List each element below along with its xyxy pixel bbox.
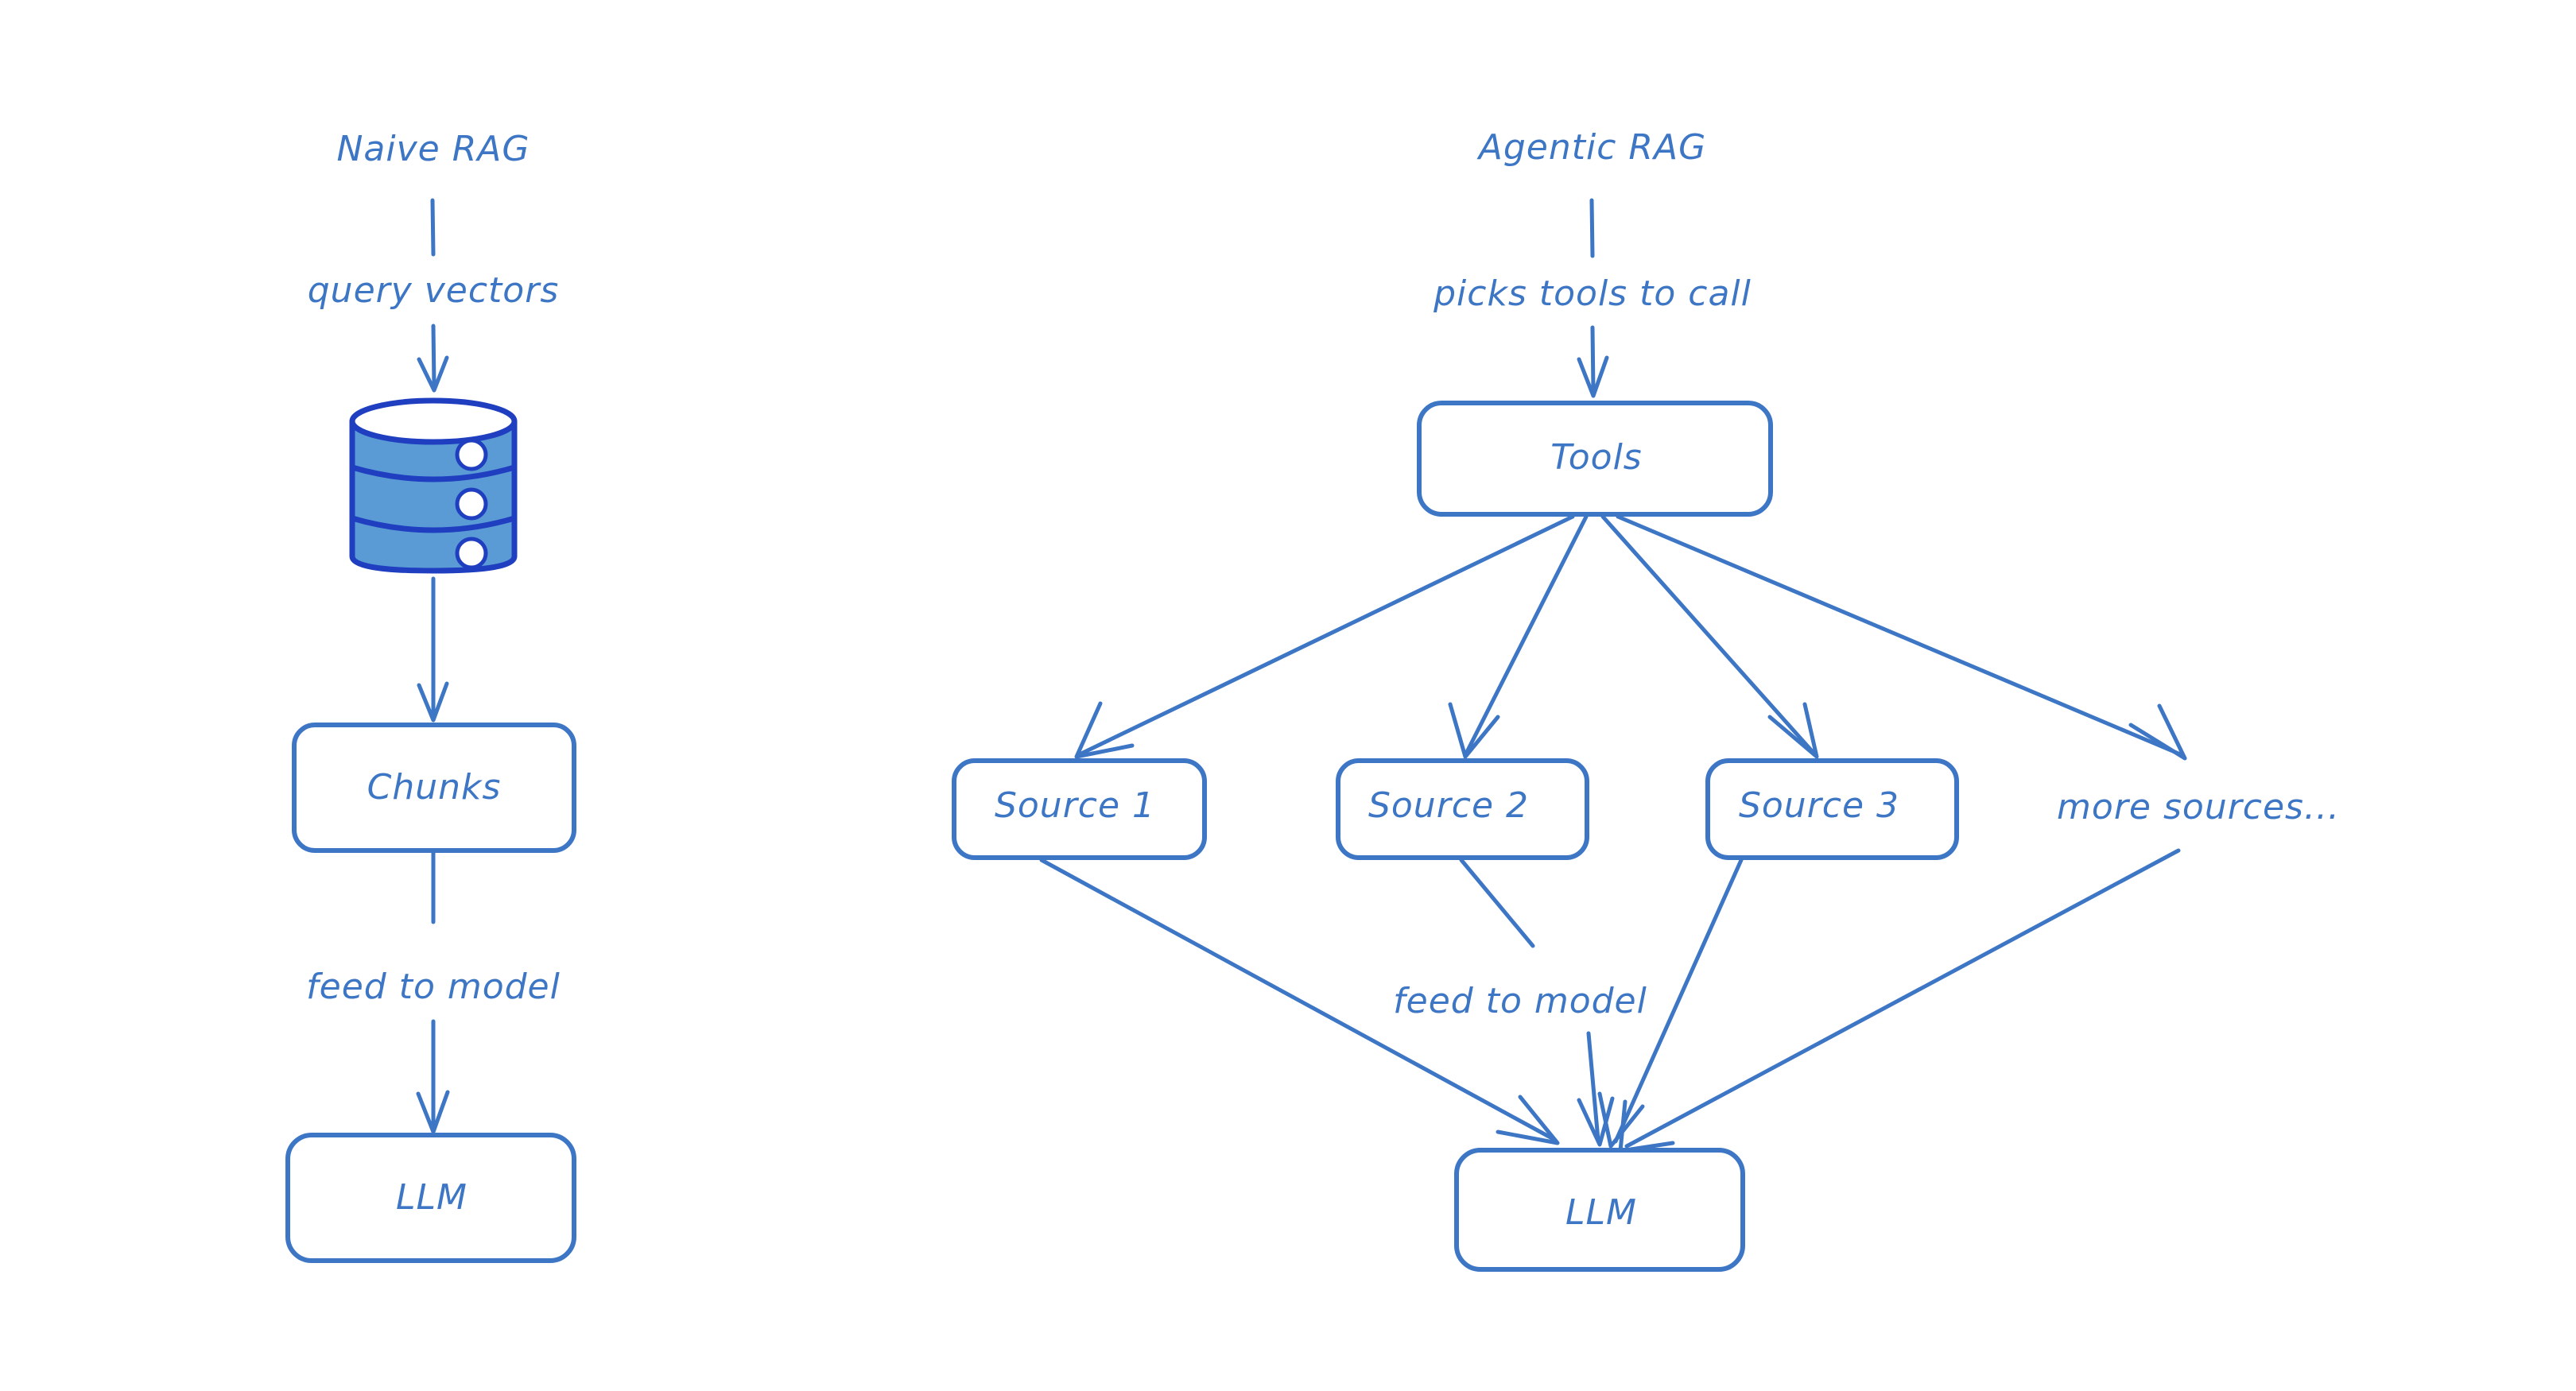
arrow-query-vectors-to-db [417,324,449,393]
db-indicator-3 [455,537,488,570]
node-source-2-box[interactable] [1336,758,1589,860]
node-tools-label: Tools [1550,437,1642,478]
node-source-3-box[interactable] [1705,758,1959,860]
arrow-source-1-to-llm [1039,858,1560,1145]
agentic-title-stem [1589,198,1595,258]
arrow-db-to-chunks [417,576,449,723]
db-indicator-2 [455,487,488,521]
arrow-tools-to-source-2 [1448,514,1589,759]
node-tools-box[interactable] [1417,401,1773,517]
arrow-picks-tools-to-tools [1577,325,1609,398]
arrow-source-2-to-llm [1459,858,1615,1147]
node-llm-box-right[interactable] [1454,1148,1745,1272]
naive-rag-title: Naive RAG [337,129,530,169]
arrow-tools-to-source-3 [1600,514,1819,759]
node-source-1-label: Source 1 [995,785,1155,826]
arrow-tools-to-more-sources [1616,514,2187,761]
arrow-feed-to-model-left [416,1019,450,1134]
db-indicator-1 [455,438,488,471]
arrow-more-sources-to-llm [1618,848,2181,1153]
vector-database-icon [349,397,518,574]
naive-edge-label-query-vectors: query vectors [308,270,560,311]
node-llm-box-left[interactable] [285,1133,576,1263]
arrow-tools-to-source-1 [1074,514,1575,759]
node-llm-label-right: LLM [1565,1192,1637,1233]
node-llm-label-left: LLM [396,1177,467,1218]
agentic-edge-label-picks-tools: picks tools to call [1433,273,1752,314]
arrow-source-3-to-llm [1597,858,1744,1149]
node-source-3-label: Source 3 [1739,785,1899,826]
node-source-2-label: Source 2 [1368,785,1529,826]
node-source-1-box[interactable] [952,758,1207,860]
more-sources-label: more sources... [2057,787,2340,827]
node-chunks-label: Chunks [367,767,502,808]
agentic-edge-label-feed-to-model: feed to model [1393,981,1647,1021]
agentic-rag-title: Agentic RAG [1476,127,1706,168]
naive-edge-label-feed-to-model: feed to model [306,967,561,1007]
